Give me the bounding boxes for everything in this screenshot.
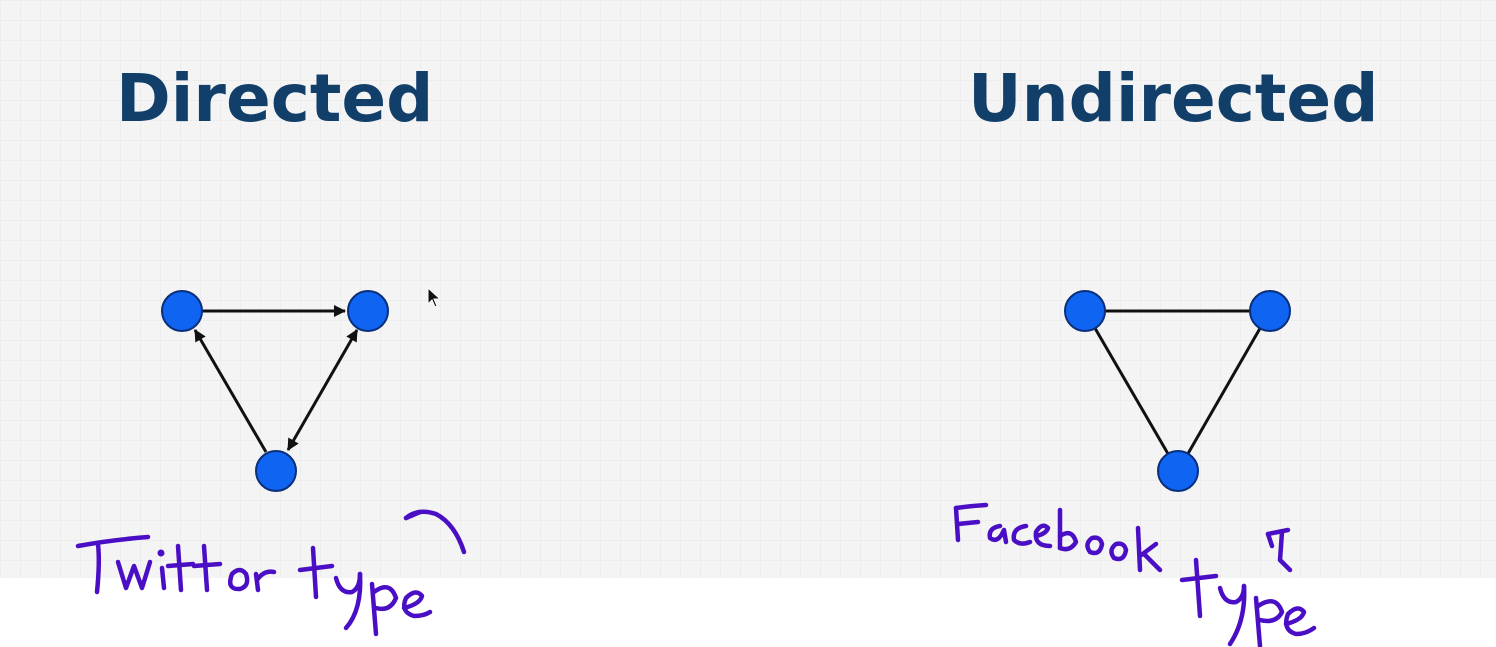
directed-graph <box>161 290 389 492</box>
directed-title: Directed <box>116 60 434 137</box>
mouse-pointer-icon <box>427 286 442 308</box>
undirected-node-bottom <box>1157 450 1199 492</box>
undirected-edge-left <box>1083 310 1180 472</box>
undirected-edge-right <box>1176 310 1272 472</box>
bottom-white-strip <box>0 578 1496 647</box>
undirected-title: Undirected <box>968 60 1379 137</box>
directed-annotation-handwriting <box>75 509 467 637</box>
undirected-graph <box>1064 290 1291 492</box>
directed-node-bottom <box>255 450 297 492</box>
directed-edge-right <box>286 329 359 451</box>
directed-edge-left <box>193 329 268 453</box>
undirected-node-top-right <box>1249 290 1291 332</box>
directed-node-top-left <box>161 290 203 332</box>
undirected-node-top-left <box>1064 290 1106 332</box>
undirected-annotation-handwriting <box>953 502 1317 647</box>
directed-node-top-right <box>347 290 389 332</box>
grid-lines <box>0 0 1496 578</box>
